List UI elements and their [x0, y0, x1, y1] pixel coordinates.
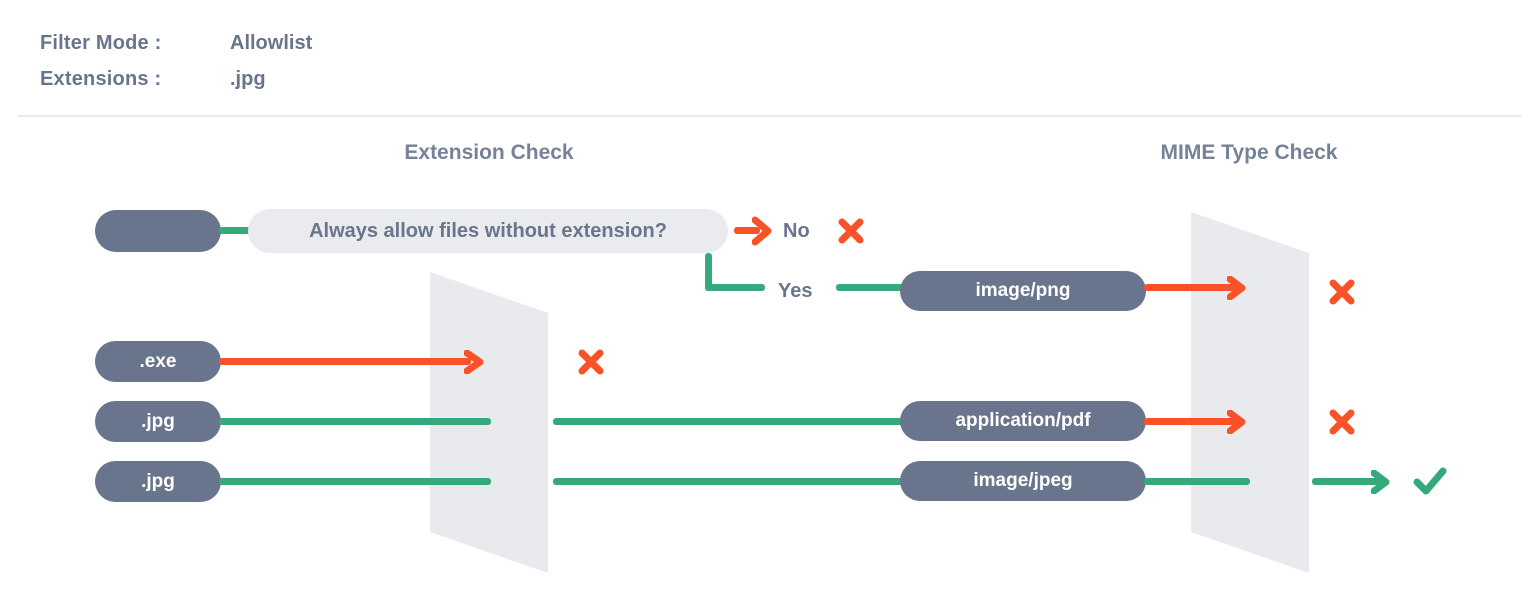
arrow-right-icon-exe — [464, 350, 488, 374]
branch-label-no: No — [783, 220, 810, 242]
arrow-right-icon-image-jpeg — [1371, 470, 1393, 494]
arrow-right-icon-no-branch — [752, 216, 774, 246]
connector-question-to-no — [734, 227, 760, 234]
connector-jpg-pdf-into-gate — [219, 418, 491, 425]
section-title-extension-check: Extension Check — [404, 141, 574, 164]
cross-icon-no-branch — [836, 216, 866, 246]
header-row-filter-mode: Filter Mode : Allowlist — [40, 32, 312, 55]
section-title-mime-check: MIME Type Check — [1160, 141, 1338, 164]
file-pill-jpg-jpeg[interactable]: .jpg — [95, 461, 221, 502]
cross-icon-image-png-result — [1327, 277, 1357, 307]
connector-image-png-to-gate — [1144, 284, 1236, 291]
connector-jpg-jpeg-to-mime — [553, 478, 908, 485]
extensions-label: Extensions : — [40, 68, 162, 90]
connector-image-jpeg-into-gate — [1144, 478, 1250, 485]
cross-icon-application-pdf-result — [1327, 407, 1357, 437]
connector-jpg-pdf-to-mime — [553, 418, 908, 425]
connector-image-jpeg-out-gate — [1312, 478, 1380, 485]
mime-pill-application-pdf[interactable]: application/pdf — [900, 401, 1146, 441]
mime-check-gate — [1185, 205, 1320, 580]
file-pill-exe[interactable]: .exe — [95, 341, 221, 382]
decision-question-pill[interactable]: Always allow files without extension? — [248, 209, 728, 253]
connector-application-pdf-to-gate — [1144, 418, 1236, 425]
connector-noext-to-question — [219, 227, 255, 234]
header-row-extensions: Extensions : .jpg — [40, 68, 266, 91]
filter-mode-label: Filter Mode : — [40, 32, 162, 54]
connector-question-yes-vertical — [705, 253, 712, 291]
mime-pill-image-png[interactable]: image/png — [900, 271, 1146, 311]
connector-yes-to-image-png — [836, 284, 906, 291]
header-panel: Filter Mode : Allowlist Extensions : .jp… — [0, 0, 1540, 117]
extensions-value: .jpg — [230, 68, 266, 90]
filter-mode-value: Allowlist — [230, 32, 313, 54]
mime-pill-image-jpeg[interactable]: image/jpeg — [900, 461, 1146, 501]
connector-question-yes-horizontal — [705, 284, 765, 291]
connector-exe-to-gate — [219, 358, 471, 365]
check-icon-image-jpeg-result — [1412, 465, 1448, 497]
connector-jpg-jpeg-into-gate — [219, 478, 491, 485]
file-pill-no-extension[interactable] — [95, 210, 221, 252]
arrow-right-icon-application-pdf — [1227, 410, 1249, 434]
file-pill-jpg-pdf[interactable]: .jpg — [95, 401, 221, 442]
arrow-right-icon-image-png — [1227, 276, 1249, 300]
cross-icon-exe-result — [576, 347, 606, 377]
branch-label-yes: Yes — [778, 280, 813, 302]
header-divider — [18, 115, 1522, 117]
